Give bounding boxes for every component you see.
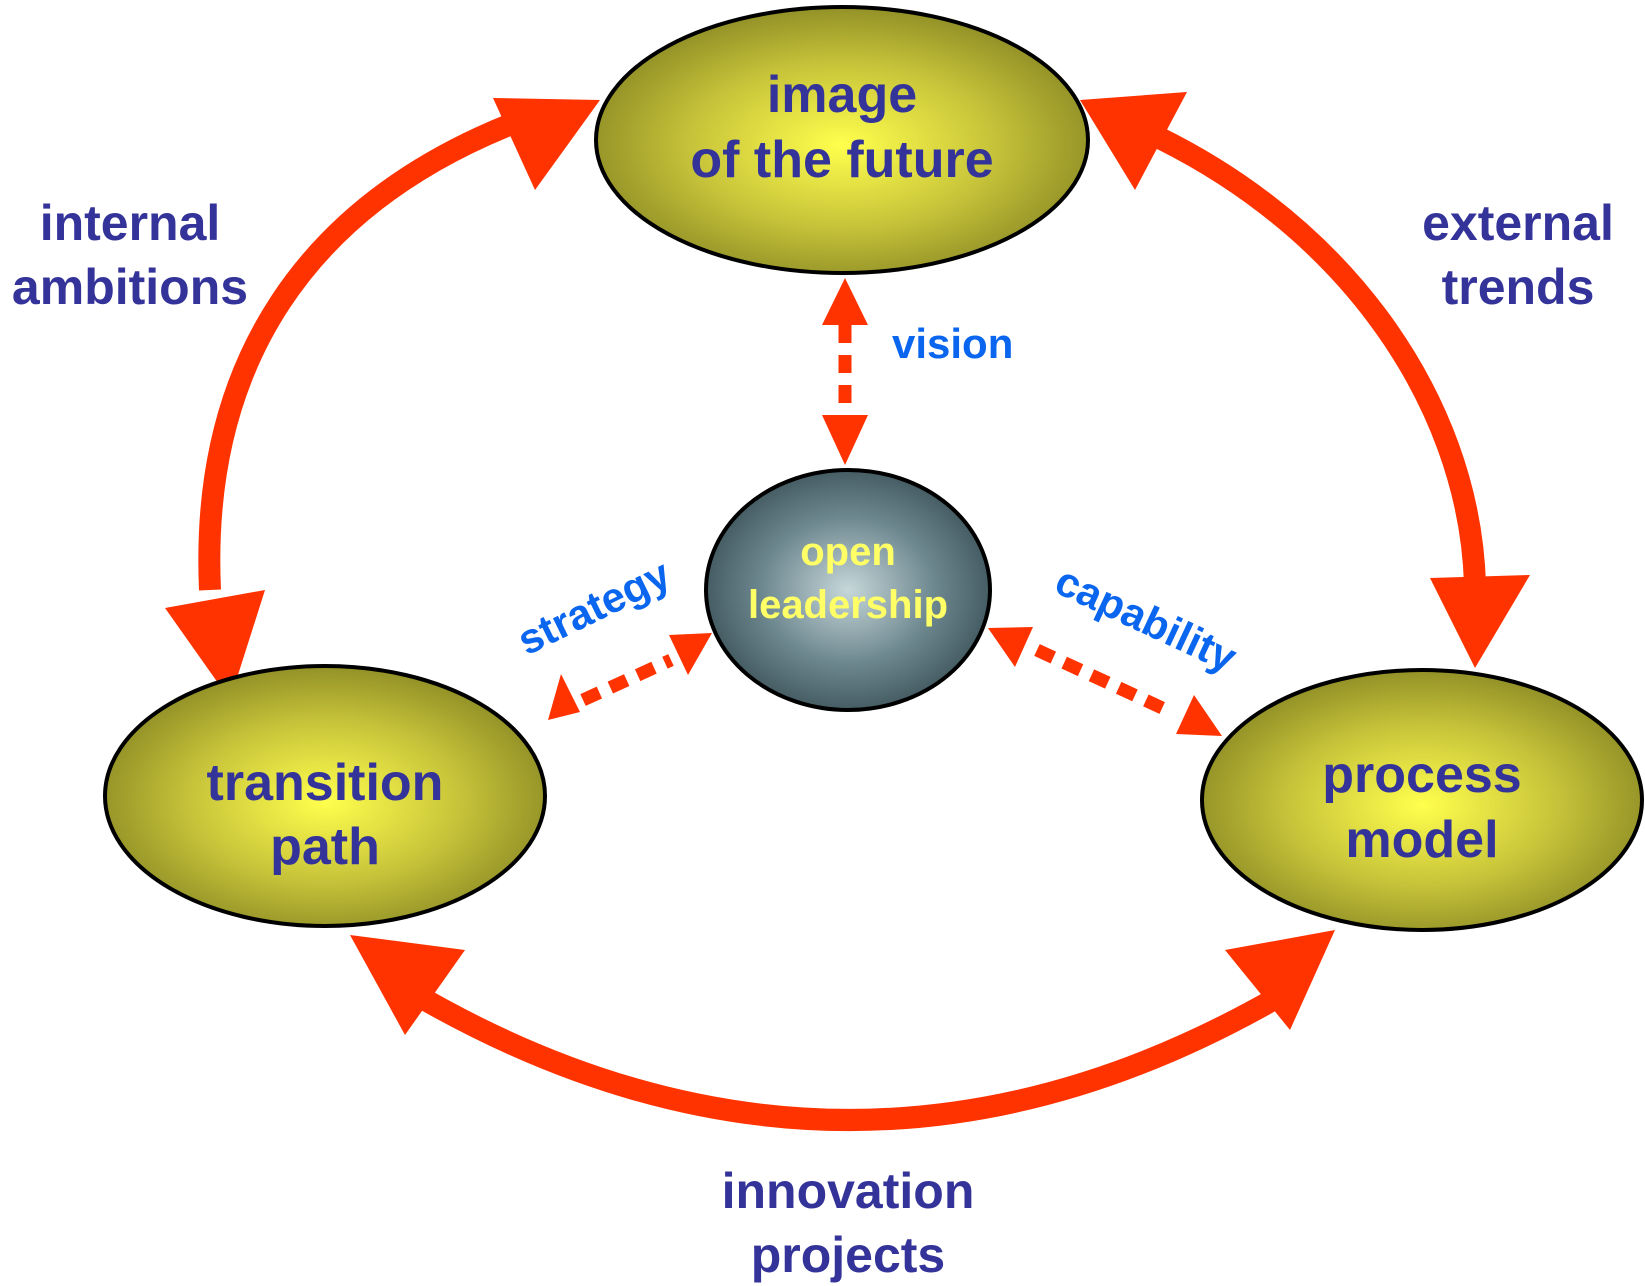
inner-links	[548, 278, 1222, 736]
strategy-arrowhead-right	[669, 633, 712, 675]
node-open-leadership: open leadership	[704, 468, 992, 712]
capability-arrowhead-left	[988, 627, 1033, 667]
capability-arrowhead-right	[1176, 695, 1222, 736]
process-label-line1: process	[1322, 746, 1521, 804]
internal-ambitions-arc	[198, 104, 539, 591]
vision-label: vision	[892, 320, 1013, 367]
node-image-of-the-future: image of the future	[594, 5, 1090, 275]
arrowhead-to-transition-top	[165, 590, 265, 700]
future-label-line2: of the future	[690, 131, 993, 189]
label-innovation-projects: innovation projects	[722, 1163, 975, 1283]
transition-label-line2: path	[270, 818, 380, 876]
innovation-label-line2: projects	[751, 1227, 946, 1283]
strategy-link-dashes	[580, 654, 674, 706]
internal-label-line1: internal	[40, 195, 221, 251]
vision-arrowhead-down	[822, 415, 868, 465]
label-external-trends: external trends	[1422, 195, 1614, 315]
innovation-label-line1: innovation	[722, 1163, 975, 1219]
strategy-label: strategy	[510, 550, 678, 664]
future-label-line1: image	[767, 66, 917, 124]
external-label-line2: trends	[1442, 259, 1595, 315]
vision-arrowhead-up	[822, 278, 868, 325]
transition-label-line1: transition	[207, 754, 444, 812]
process-label-line2: model	[1345, 811, 1498, 869]
external-label-line1: external	[1422, 195, 1614, 251]
arrowhead-to-future-left	[493, 98, 600, 190]
internal-label-line2: ambitions	[12, 259, 248, 315]
arrowhead-to-future-right	[1080, 92, 1187, 190]
node-process-model: process model	[1200, 668, 1644, 932]
arrowhead-to-process-top	[1430, 575, 1530, 668]
arrowhead-to-transition-bottom	[350, 935, 465, 1035]
center-label-line1: open	[800, 530, 896, 574]
arrowhead-to-process-bottom	[1225, 930, 1335, 1030]
strategy-arrowhead-left	[548, 674, 580, 720]
node-transition-path: transition path	[103, 664, 547, 928]
center-label-line2: leadership	[748, 583, 948, 627]
external-trends-arc	[1110, 107, 1486, 586]
capability-link-dashes	[1034, 644, 1176, 719]
innovation-projects-arc	[402, 980, 1296, 1131]
label-internal-ambitions: internal ambitions	[12, 195, 248, 315]
cycle-arrows	[165, 92, 1530, 1131]
